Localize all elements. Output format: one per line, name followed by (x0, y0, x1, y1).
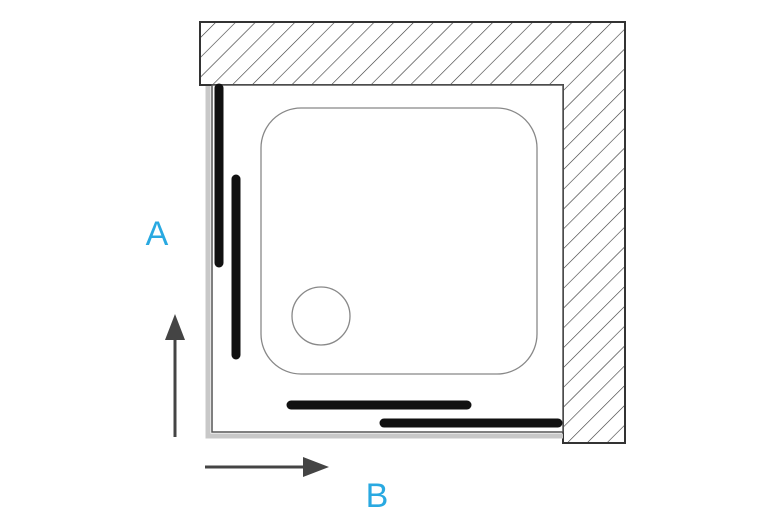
arrow-up-icon (165, 314, 185, 437)
arrow-right-icon (205, 457, 329, 477)
tray-basin (260, 107, 538, 375)
shower-tray (211, 84, 564, 433)
circle-drain-icon (291, 286, 351, 346)
dimension-label-b: B (366, 477, 389, 515)
dimension-label-a: A (146, 215, 169, 253)
wall (199, 21, 626, 444)
enclosure-frame (205, 86, 563, 439)
